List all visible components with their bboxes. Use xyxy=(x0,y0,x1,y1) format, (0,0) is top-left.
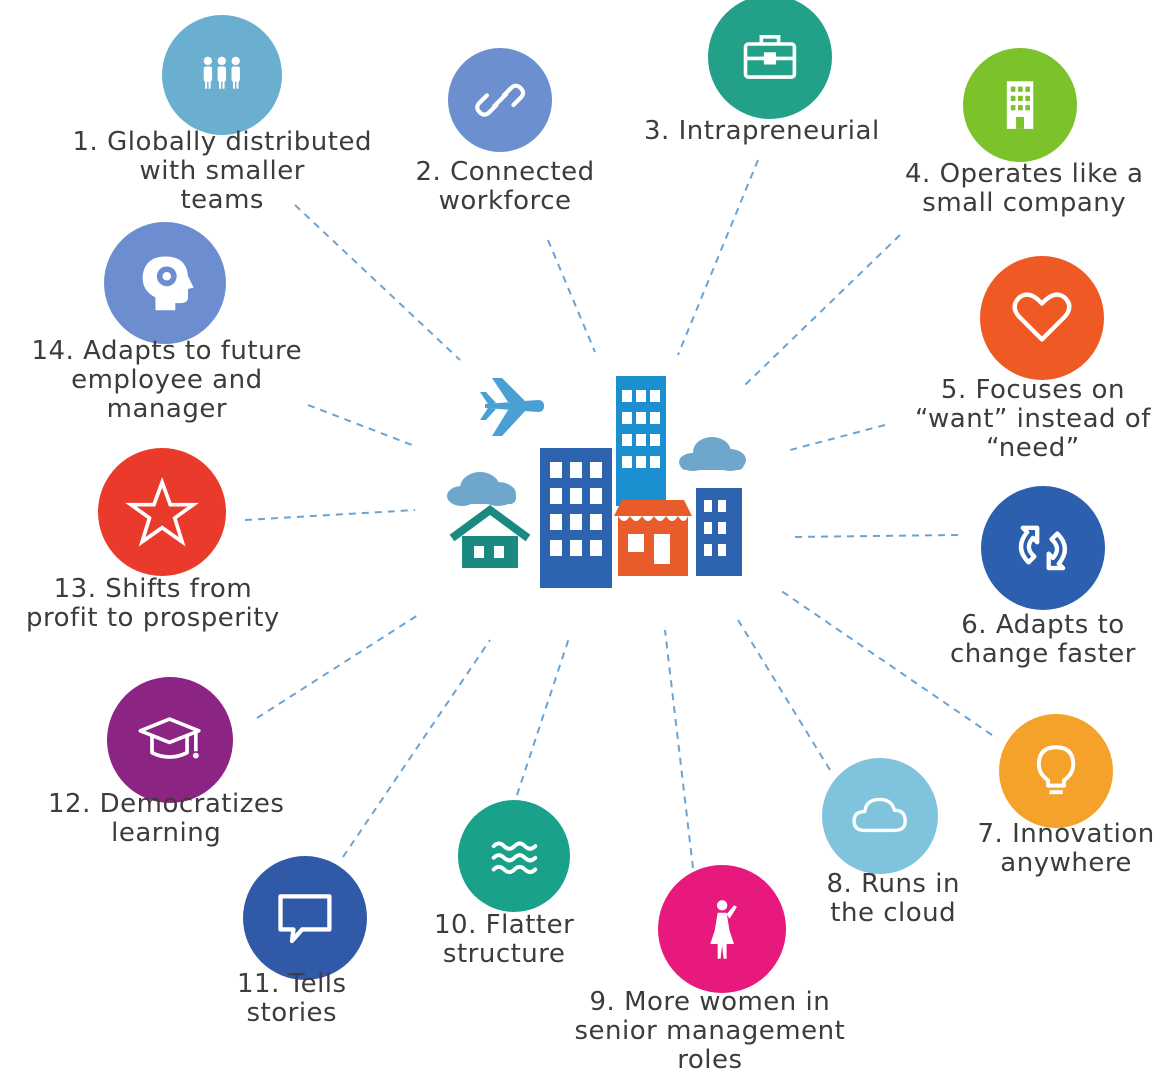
label-line: teams xyxy=(180,185,264,215)
cloud-right-icon xyxy=(679,437,746,471)
label-line: “need” xyxy=(986,433,1080,463)
woman-icon xyxy=(658,865,786,993)
tower-icon xyxy=(616,376,666,506)
label-line: 10. Flatter xyxy=(434,910,575,940)
link-icon xyxy=(448,48,552,152)
cloud-icon xyxy=(822,758,938,874)
label-line: 6. Adapts to xyxy=(961,610,1125,640)
label-line: “want” instead of xyxy=(915,404,1151,434)
connector-line-innovation-anywhere xyxy=(779,589,993,736)
connector-line-shifts-to-prosperity xyxy=(244,509,416,521)
star-icon xyxy=(98,448,226,576)
label-line: 14. Adapts to future xyxy=(31,336,303,366)
label-line: 2. Connected xyxy=(415,157,595,187)
briefcase-icon xyxy=(708,0,832,119)
label-line: structure xyxy=(442,939,566,969)
label-line: roles xyxy=(677,1045,743,1075)
building-icon xyxy=(963,48,1077,162)
label-line: 13. Shifts from xyxy=(53,574,253,604)
speech-bubble-icon xyxy=(243,856,367,980)
head-icon xyxy=(104,222,226,344)
connector-line-tells-stories xyxy=(342,639,491,858)
label-line: 3. Intrapreneurial xyxy=(644,116,880,146)
label-line: manager xyxy=(106,394,228,424)
label-line: 1. Globally distributed xyxy=(72,127,372,157)
label-line: small company xyxy=(922,188,1127,218)
label-line: workforce xyxy=(438,186,572,216)
label-line: employee and xyxy=(71,365,263,395)
connector-line-adapts-to-change xyxy=(789,534,959,538)
label-line: senior management xyxy=(574,1016,846,1046)
office-building-icon xyxy=(540,448,612,588)
label-line: profit to prosperity xyxy=(26,603,280,633)
city-illustration xyxy=(447,376,746,588)
connector-line-operates-like-small-company xyxy=(744,234,901,386)
label-line: 5. Focuses on xyxy=(940,375,1125,405)
small-building-icon xyxy=(696,488,742,576)
label-line: 4. Operates like a xyxy=(905,159,1144,189)
connector-line-more-women xyxy=(664,629,694,869)
label-focuses-on-want: 5. Focuses on“want” instead of“need” xyxy=(915,376,1151,463)
connector-line-intrapreneurial xyxy=(677,159,759,356)
cloud-left-icon xyxy=(447,472,516,506)
label-line: 11. Tells xyxy=(237,969,347,999)
house-icon xyxy=(449,505,531,568)
label-line: 9. More women in xyxy=(589,987,831,1017)
connector-line-connected-workforce xyxy=(547,239,596,353)
label-line: learning xyxy=(111,818,222,848)
label-intrapreneurial: 3. Intrapreneurial xyxy=(644,117,880,146)
connector-line-runs-in-cloud xyxy=(737,619,831,771)
label-line: 7. Innovation xyxy=(977,819,1155,849)
connector-line-flatter-structure xyxy=(516,634,571,796)
connector-line-focuses-on-want xyxy=(789,424,886,451)
lightbulb-icon xyxy=(999,714,1113,828)
shop-icon xyxy=(614,500,692,576)
connector-line-democratizes-learning xyxy=(256,614,419,719)
label-line: the cloud xyxy=(830,898,957,928)
airplane-icon xyxy=(480,378,544,436)
heart-icon xyxy=(980,256,1104,380)
waves-icon xyxy=(458,800,570,912)
label-line: 8. Runs in xyxy=(826,869,960,899)
label-line: stories xyxy=(246,998,338,1028)
refresh-icon xyxy=(981,486,1105,610)
label-line: anywhere xyxy=(1000,848,1132,878)
connector-line-adapts-to-future-employee xyxy=(307,404,413,446)
people-icon xyxy=(162,15,282,135)
label-line: with smaller xyxy=(139,156,305,186)
label-line: change faster xyxy=(950,639,1136,669)
connector-line-globally-distributed xyxy=(294,204,461,361)
graduation-cap-icon xyxy=(107,677,233,803)
label-line: 12. Democratizes xyxy=(48,789,285,819)
